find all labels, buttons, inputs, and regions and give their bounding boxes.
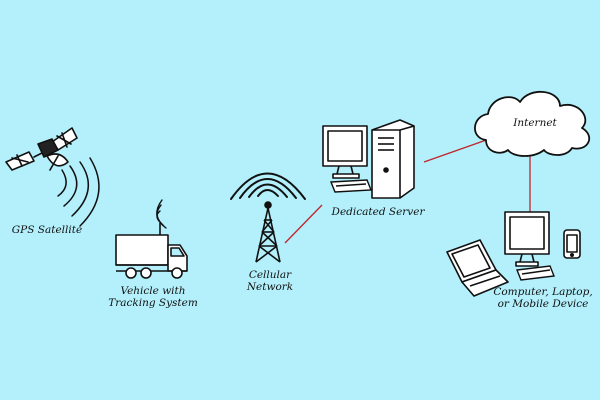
mobile-phone-icon xyxy=(563,229,581,259)
laptop-icon xyxy=(446,239,509,297)
server-tower-icon xyxy=(371,119,415,199)
server-monitor-icon xyxy=(322,125,368,179)
cloud-label: Internet xyxy=(513,117,557,129)
vehicle-label: Vehicle with Tracking System xyxy=(108,285,198,309)
cell-tower-icon xyxy=(255,201,281,263)
satellite-label: GPS Satellite xyxy=(11,224,83,236)
devices-label: Computer, Laptop, or Mobile Device xyxy=(493,286,593,310)
truck-icon xyxy=(115,223,188,279)
network-links xyxy=(284,137,531,244)
tower-label: Cellular Network xyxy=(246,269,294,293)
internet-cloud-icon xyxy=(474,90,591,157)
truck-signal-icon xyxy=(156,199,167,229)
server-keyboard-icon xyxy=(329,179,373,193)
satellite-icon xyxy=(5,127,78,171)
link-tower-server xyxy=(284,204,323,244)
desktop-keyboard-icon xyxy=(516,265,555,281)
server-label: Dedicated Server xyxy=(331,206,425,218)
link-server-cloud xyxy=(423,137,493,163)
satellite-signal-icon xyxy=(57,157,100,227)
tower-signal-icon xyxy=(230,172,306,200)
desktop-monitor-icon xyxy=(504,211,550,267)
